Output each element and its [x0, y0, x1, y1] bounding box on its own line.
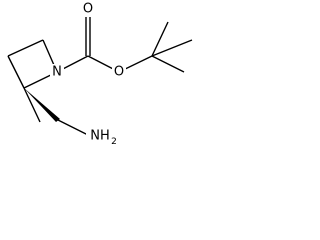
atom-label-nitrogen: N — [52, 65, 62, 80]
atom-label-amine-subscript: 2 — [111, 137, 117, 147]
atom-label-ester-oxygen: O — [114, 65, 124, 80]
molecule-diagram: N O O NH 2 — [7, 1, 193, 147]
ring-bond-c2-c3 — [7, 39, 44, 57]
bond-ring-c-methyl — [23, 87, 41, 123]
stereo-wedge-bond — [24, 88, 60, 122]
bond-ch2-amine — [57, 119, 89, 136]
bond-tbu-methyl-right — [151, 39, 193, 57]
bond-tbu-methyl-bottom — [151, 55, 185, 73]
atom-label-carbonyl-oxygen: O — [83, 2, 93, 17]
atom-label-amine: NH — [90, 129, 110, 144]
ring-bond-c3-c4 — [7, 55, 25, 89]
bond-tbu-methyl-top — [151, 21, 169, 57]
